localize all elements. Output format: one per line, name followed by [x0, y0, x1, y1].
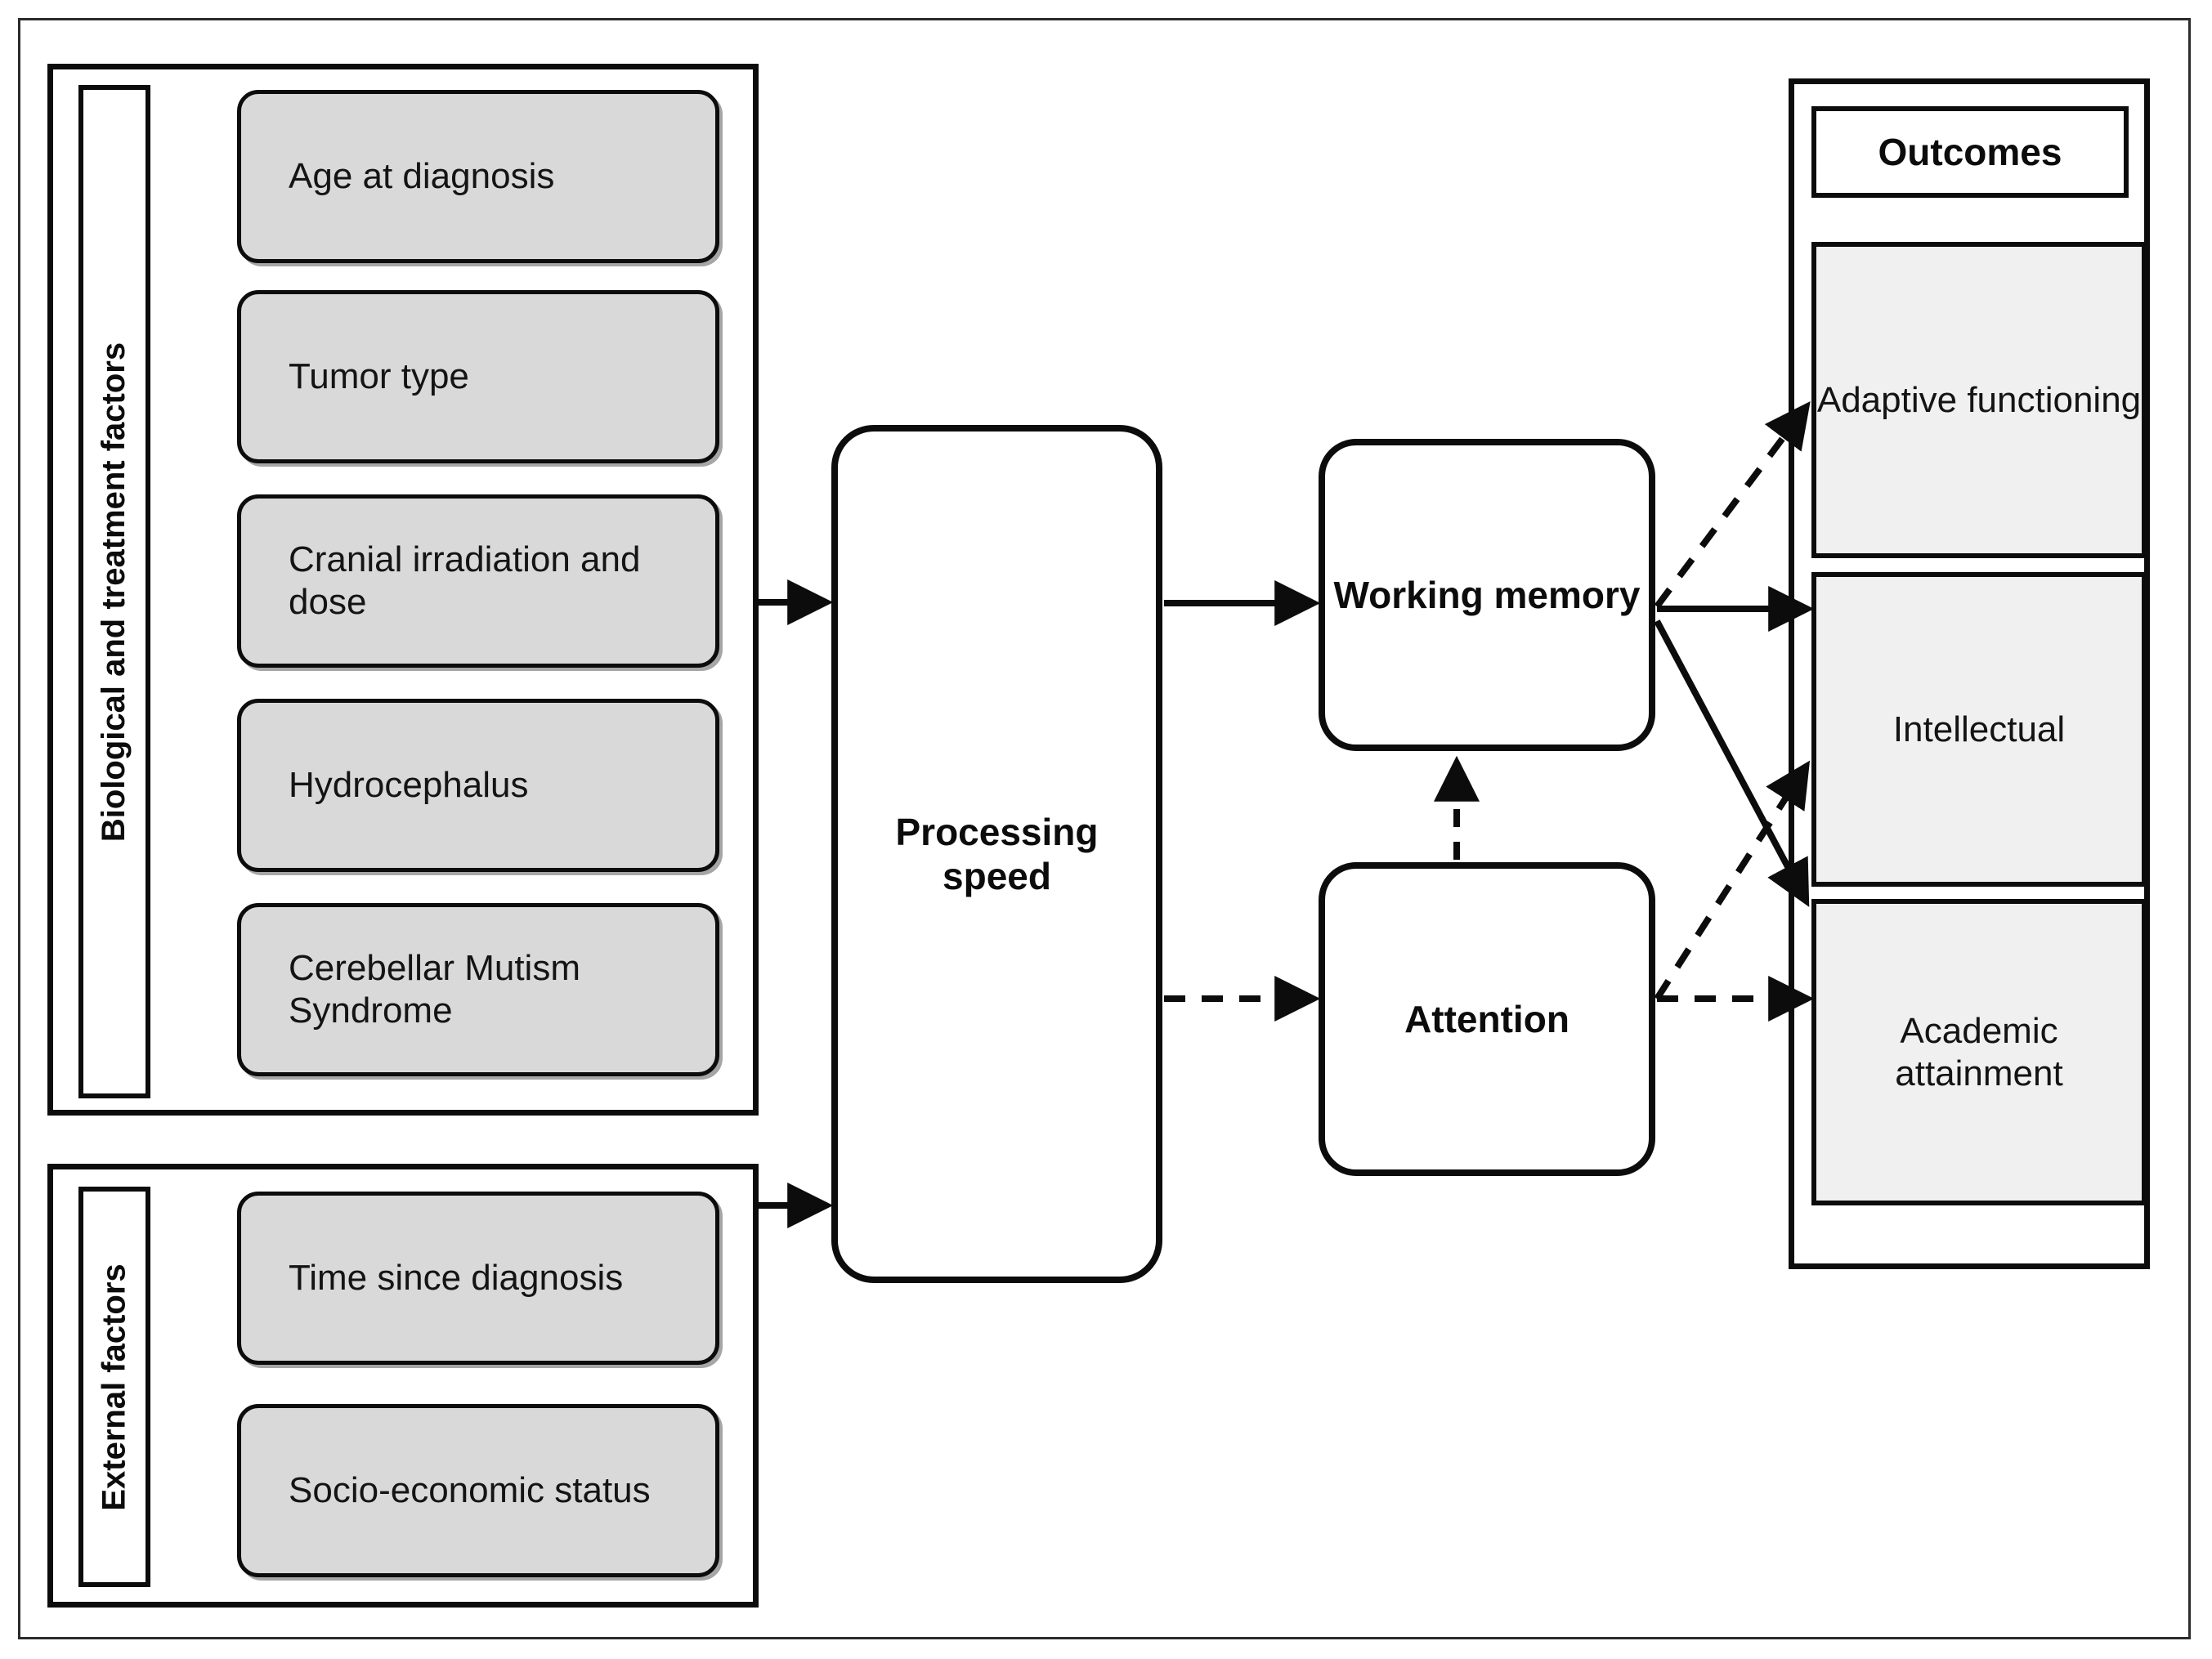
process-box-working-memory[interactable]: Working memory — [1319, 439, 1655, 751]
group-label-biological: Biological and treatment factors — [96, 342, 132, 842]
outcome-label-intellectual: Intellectual — [1892, 709, 2066, 749]
factor-box-time-since-diagnosis[interactable]: Time since diagnosis — [237, 1192, 719, 1365]
factor-box-cerebellar-mutism-syndrome[interactable]: Cerebellar Mutism Syndrome — [237, 903, 719, 1076]
group-label-box-external: External factors — [78, 1187, 150, 1587]
factor-box-hydrocephalus[interactable]: Hydrocephalus — [237, 699, 719, 872]
factor-label-age-at-diagnosis: Age at diagnosis — [289, 156, 555, 197]
group-label-box-biological: Biological and treatment factors — [78, 85, 150, 1098]
outcome-box-intellectual[interactable]: Intellectual — [1811, 572, 2147, 887]
factor-label-socio-economic-status: Socio-economic status — [289, 1470, 651, 1511]
outcomes-title: Outcomes — [1878, 131, 2062, 173]
outcomes-title-box: Outcomes — [1811, 106, 2129, 198]
outcome-box-adaptive-functioning[interactable]: Adaptive functioning — [1811, 242, 2147, 558]
process-box-attention[interactable]: Attention — [1319, 862, 1655, 1176]
factor-box-tumor-type[interactable]: Tumor type — [237, 290, 719, 463]
factor-box-age-at-diagnosis[interactable]: Age at diagnosis — [237, 90, 719, 263]
factor-box-socio-economic-status[interactable]: Socio-economic status — [237, 1404, 719, 1577]
process-label-processing-speed: Processing speed — [895, 810, 1099, 897]
factor-label-time-since-diagnosis: Time since diagnosis — [289, 1258, 624, 1299]
process-label-attention: Attention — [1404, 997, 1569, 1040]
factor-label-cranial-irradiation-and-dose: Cranial irradiation and dose — [289, 539, 641, 622]
factor-label-cerebellar-mutism-syndrome: Cerebellar Mutism Syndrome — [289, 948, 580, 1031]
outcome-box-academic-attainment[interactable]: Academic attainment — [1811, 899, 2147, 1205]
factor-label-hydrocephalus: Hydrocephalus — [289, 765, 529, 806]
process-box-processing-speed[interactable]: Processing speed — [831, 425, 1162, 1283]
outcome-label-academic-attainment: Academic attainment — [1895, 1010, 2063, 1093]
process-label-working-memory: Working memory — [1333, 573, 1641, 616]
factor-box-cranial-irradiation-and-dose[interactable]: Cranial irradiation and dose — [237, 494, 719, 668]
outcome-label-adaptive-functioning: Adaptive functioning — [1816, 379, 2142, 420]
group-label-external: External factors — [96, 1263, 132, 1511]
factor-label-tumor-type: Tumor type — [289, 356, 469, 397]
